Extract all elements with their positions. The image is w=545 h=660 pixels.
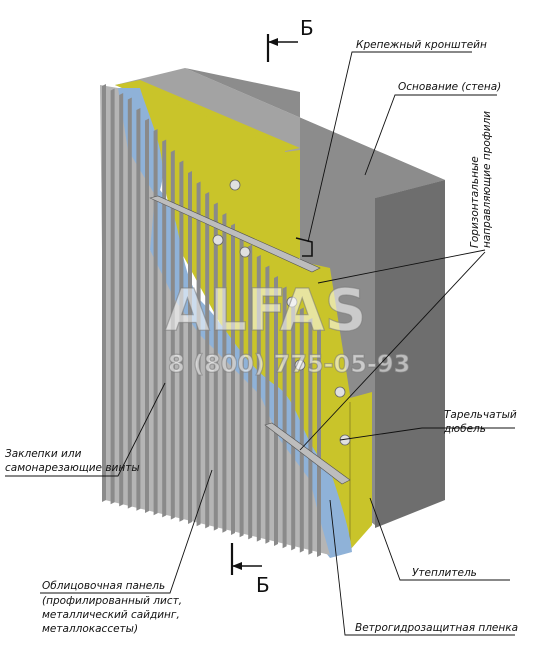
leader-lines — [5, 51, 515, 636]
cladding-rib — [188, 171, 192, 524]
cladding-rib — [256, 255, 261, 542]
cladding-rib — [127, 97, 132, 509]
dowel-icon — [212, 234, 224, 246]
cladding-rib — [196, 181, 201, 527]
label-membrane: Ветрогидрозащитная пленка — [355, 622, 518, 634]
cladding-rib — [179, 160, 184, 522]
upper-profile — [149, 195, 321, 273]
cladding-ribs — [102, 84, 321, 557]
label-wall: Основание (стена) — [398, 81, 501, 93]
section-mark-bottom: Б — [230, 543, 270, 597]
label-panel-line3: металлический сайдинг, — [42, 609, 180, 621]
cladding-rib — [317, 328, 321, 557]
label-panel-line2: (профилированный лист, — [42, 595, 182, 607]
cladding-rib — [231, 223, 235, 535]
cladding-rib — [291, 297, 296, 551]
cladding-panel — [100, 84, 330, 557]
cladding-rib — [145, 118, 149, 513]
cladding-rib — [213, 202, 218, 531]
cladding-rib — [265, 265, 270, 544]
section-mark-top: Б — [266, 16, 314, 62]
label-dowel-line2: дюбель — [443, 423, 486, 435]
insulation-upper-edge — [285, 150, 300, 262]
watermark-brand: ALFAS — [165, 276, 366, 344]
cladding-rib — [162, 139, 167, 518]
dowel-icon — [229, 179, 241, 191]
cladding-rib — [308, 318, 313, 555]
dowel-icon — [334, 386, 346, 398]
cladding-rib — [248, 244, 253, 540]
cladding-rib — [110, 88, 115, 505]
insulation-lower-edge — [350, 392, 372, 550]
cladding-rib — [222, 213, 227, 533]
horizontal-profiles — [149, 195, 351, 485]
label-profiles-line1: Горизонтальные — [469, 156, 481, 248]
label-dowel-line1: Тарельчатый — [444, 409, 517, 421]
cladding-rib — [136, 108, 141, 511]
cladding-rib — [274, 276, 278, 546]
dowel-icon — [239, 246, 251, 258]
cladding-rib — [119, 93, 124, 507]
dowel-icon — [286, 296, 298, 308]
label-rivets-line1: Заклепки или — [5, 448, 82, 460]
cladding-rib — [299, 307, 304, 553]
wall-side-face — [375, 180, 445, 528]
plate-dowels — [212, 179, 351, 446]
cladding-rib — [282, 286, 287, 549]
section-letter-top: Б — [300, 16, 314, 40]
label-panel-line4: металлокассеты) — [42, 623, 138, 635]
cladding-rib — [239, 234, 244, 538]
label-profiles: Горизонтальные направляющие профили — [469, 111, 493, 248]
cladding-rib — [170, 150, 175, 520]
label-profiles-line2: направляющие профили — [481, 111, 493, 248]
label-insulation: Утеплитель — [412, 567, 477, 579]
lower-profile — [264, 422, 351, 485]
watermark-phone: 8 (800) 775-05-93 — [168, 350, 410, 378]
cladding-rib — [153, 129, 158, 516]
label-rivets-line2: самонарезающие винты — [5, 462, 140, 474]
label-bracket: Крепежный кронштейн — [356, 39, 487, 51]
label-panel-line1: Облицовочная панель — [42, 580, 165, 592]
cladding-rib — [102, 84, 106, 502]
section-letter-bottom: Б — [256, 573, 270, 597]
fastening-bracket — [295, 237, 313, 257]
cladding-rib — [205, 192, 210, 529]
dowel-icon — [294, 359, 306, 371]
